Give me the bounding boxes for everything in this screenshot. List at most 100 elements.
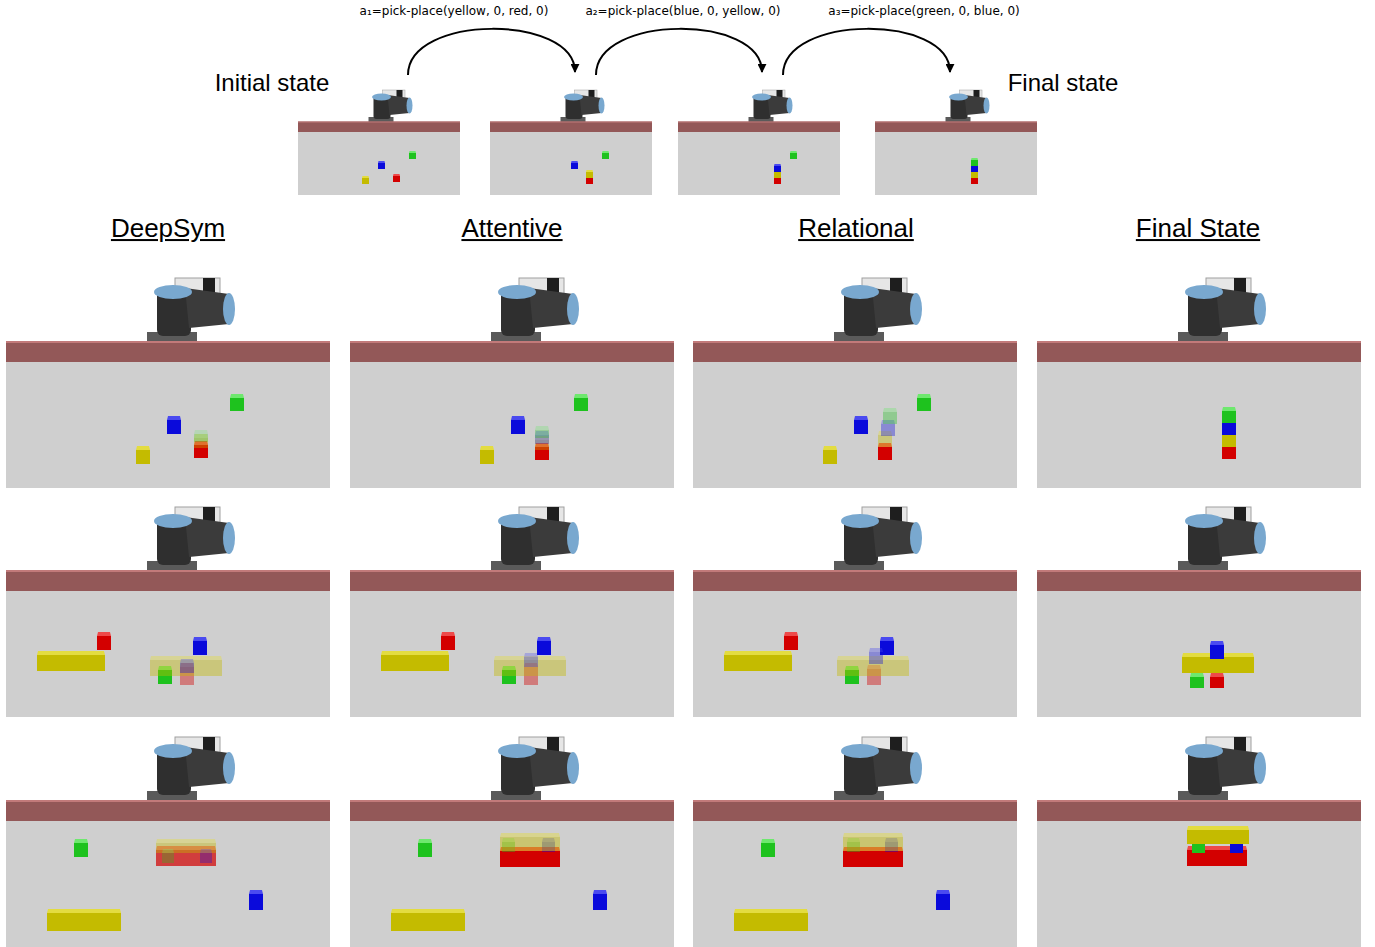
block-top [593,890,607,894]
scene-sky [693,278,1017,341]
table-surface [298,132,460,195]
scene-sky [490,90,652,122]
table-edge [6,800,330,821]
block [535,426,549,438]
table-surface [1037,821,1361,947]
block-front [37,655,105,671]
block [381,651,449,671]
block-top [1210,673,1224,677]
block-top [971,158,978,160]
table-edge [693,341,1017,362]
table-edge-highlight [298,122,460,123]
scene-render [490,90,652,195]
block-front [784,636,798,650]
block [724,651,792,671]
table-edge [1037,570,1361,591]
block-top [537,637,551,641]
block-top [602,151,609,153]
table-edge-highlight [693,570,1017,572]
block-front [936,894,950,910]
block-front [971,160,978,166]
state-label: Initial state [215,69,330,97]
table-edge [350,570,674,591]
block-top [574,394,588,398]
table-surface [875,132,1037,195]
block-front [480,450,494,464]
robot-wrist [580,95,602,115]
table-edge-highlight [350,800,674,802]
block-front [878,447,892,460]
block-front [917,398,931,411]
scene-render [350,737,674,947]
table-edge [6,570,330,591]
block-top [47,909,121,913]
block-top [790,151,797,153]
block [790,151,797,159]
block [362,176,369,184]
block-top [917,394,931,398]
robot-arm [369,90,413,123]
block-top [823,446,837,450]
robot-cap [1185,285,1223,299]
robot-wrist [872,517,916,557]
robot-cap [1254,522,1266,554]
action-arrow [408,29,575,75]
robot-wrist [185,517,229,557]
robot-wrist [529,288,573,328]
block-front [156,843,216,853]
robot-cap [841,514,879,528]
block [574,394,588,411]
robot-wrist [185,747,229,787]
table-edge [1037,341,1361,362]
scene-sky [6,507,330,570]
block [194,434,208,448]
block-top [869,648,883,652]
block [193,637,207,655]
block [393,174,400,182]
robot-arm [834,278,922,343]
block-front [854,420,868,434]
block-front [500,851,560,867]
robot-cap [910,293,922,325]
block-top [167,416,181,420]
robot-cap [223,752,235,784]
robot-cap [498,285,536,299]
block-top [74,839,88,843]
robot-arm [491,737,579,802]
block [441,632,455,650]
robot-wrist [965,95,987,115]
block-front [1210,645,1224,659]
block-top [500,833,560,837]
block [480,446,494,464]
robot-wrist [872,747,916,787]
block-front [162,853,174,863]
scene-sky [350,278,674,341]
table-surface [678,132,840,195]
robot-arm [834,507,922,572]
block [586,170,593,178]
robot-wrist [388,95,410,115]
robot-arm [749,90,793,123]
scene-sky [1037,507,1361,570]
scene-render [298,90,460,195]
scene-render [678,90,840,195]
block-front [1187,830,1249,844]
scene-sky [693,507,1017,570]
table-edge [298,122,460,133]
robot-cap [1254,752,1266,784]
block-top [761,839,775,843]
robot-arm [491,507,579,572]
table-edge-highlight [1037,800,1361,802]
action-label: a₂=pick-place(blue, 0, yellow, 0) [585,5,780,19]
column-header: Final State [1136,214,1260,244]
block-top [200,849,212,853]
scene-sky [6,278,330,341]
table-surface [6,362,330,488]
table-edge [875,122,1037,133]
block-top [480,446,494,450]
robot-arm [946,90,990,123]
block-top [230,394,244,398]
block-front [971,166,978,172]
action-arrow [783,29,950,75]
